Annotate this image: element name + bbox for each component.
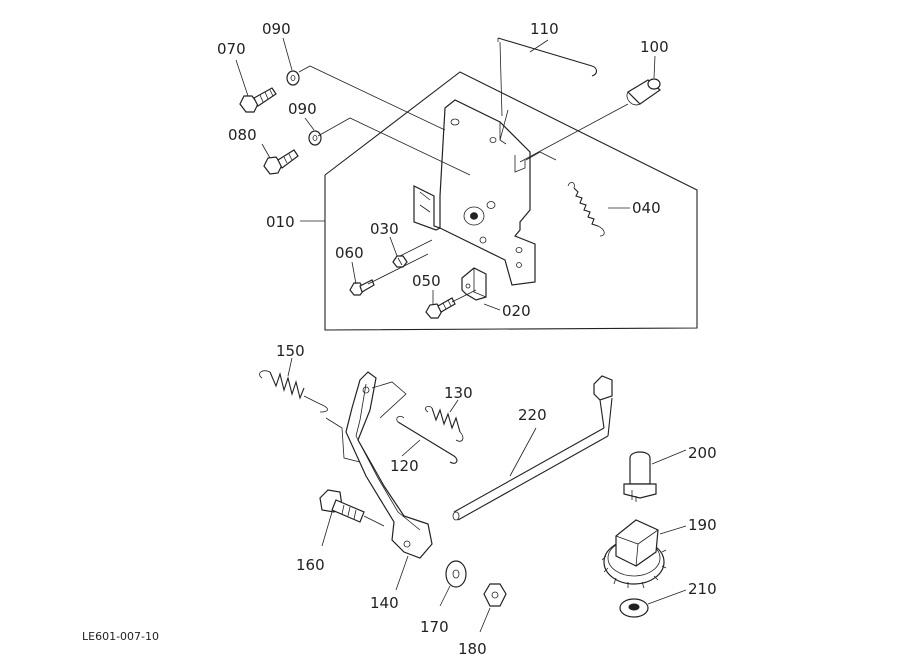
governor-bracket-plate	[413, 99, 536, 286]
gear-190-part	[601, 519, 687, 589]
nut-180-part	[479, 583, 507, 633]
screw-060-part	[349, 279, 375, 296]
small-bracket-part	[461, 267, 487, 301]
part-label-050: 050	[412, 272, 441, 290]
washer-090-upper-part	[286, 70, 300, 86]
screw-030-part	[392, 255, 408, 268]
part-label-140: 140	[370, 594, 399, 612]
knob-200-part	[623, 449, 687, 502]
spring-130-part	[425, 399, 464, 442]
part-label-060: 060	[335, 244, 364, 262]
washer-090-lower-part	[308, 130, 322, 146]
part-label-180: 180	[458, 640, 487, 658]
leader-lines-lower	[325, 381, 407, 463]
part-label-200: 200	[688, 444, 717, 462]
part-label-190: 190	[688, 516, 717, 534]
washer-210-part	[619, 589, 687, 618]
bolt-160-part	[319, 489, 385, 547]
part-label-100: 100	[640, 38, 669, 56]
part-label-070: 070	[217, 40, 246, 58]
part-label-030: 030	[370, 220, 399, 238]
part-label-120: 120	[390, 457, 419, 475]
spring-040-part	[567, 182, 605, 237]
leader-lines-upper	[235, 37, 656, 311]
part-label-170: 170	[420, 618, 449, 636]
part-label-090-upper: 090	[262, 20, 291, 38]
bolt-050-part	[425, 297, 456, 319]
bolt-080-part	[263, 149, 299, 175]
rod-220-part	[452, 375, 613, 521]
bolt-070-part	[239, 87, 277, 113]
part-label-080: 080	[228, 126, 257, 144]
bracket-assembly-outline	[324, 71, 698, 331]
part-label-220: 220	[518, 406, 547, 424]
spring-150-part	[259, 357, 328, 413]
washer-170-part	[439, 560, 467, 607]
lever-140-part	[345, 371, 433, 591]
part-label-040: 040	[632, 199, 661, 217]
sleeve-100-part	[626, 78, 661, 106]
part-label-210: 210	[688, 580, 717, 598]
rod-110-part	[497, 37, 598, 77]
drawing-code: LE601-007-10	[82, 630, 159, 643]
part-label-090-lower: 090	[288, 100, 317, 118]
part-label-150: 150	[276, 342, 305, 360]
part-label-130: 130	[444, 384, 473, 402]
rod-120-part	[396, 415, 458, 464]
part-label-160: 160	[296, 556, 325, 574]
part-label-110: 110	[530, 20, 559, 38]
part-label-020: 020	[502, 302, 531, 320]
part-label-010: 010	[266, 213, 295, 231]
